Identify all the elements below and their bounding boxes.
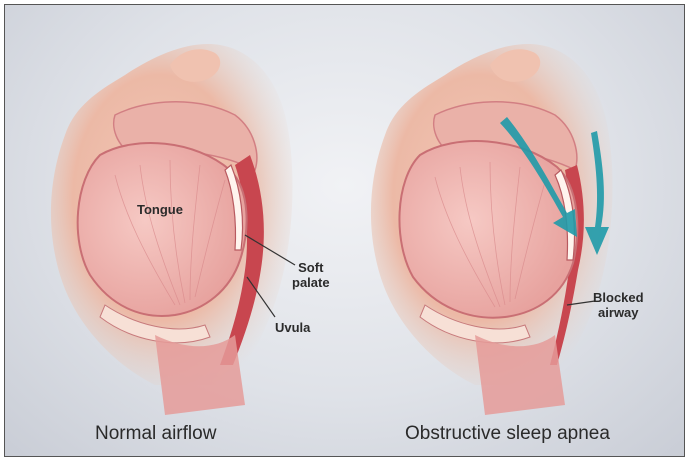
tongue-shape [399,141,577,318]
neck [155,335,245,415]
tongue-shape [78,143,247,316]
illustration-frame: Tongue Soft palate Uvula Normal airflow [4,4,685,457]
sleep-apnea-panel: Blocked airway Obstructive sleep apnea [345,5,685,457]
soft-palate-label: Soft palate [292,260,330,290]
sleep-apnea-caption: Obstructive sleep apnea [405,423,610,445]
soft-palate-label-line2: palate [292,275,330,290]
blocked-airway-label-line1: Blocked [593,290,644,305]
soft-palate-label-line1: Soft [292,260,330,275]
normal-airflow-panel: Tongue Soft palate Uvula Normal airflow [5,5,345,457]
normal-airway-illustration [5,5,345,457]
neck [475,335,565,415]
uvula-label: Uvula [275,320,310,335]
tongue-label: Tongue [137,202,183,217]
normal-airflow-caption: Normal airflow [95,423,216,445]
blocked-airway-label: Blocked airway [593,290,644,320]
blocked-airway-illustration [345,5,685,457]
blocked-airway-label-line2: airway [593,305,644,320]
